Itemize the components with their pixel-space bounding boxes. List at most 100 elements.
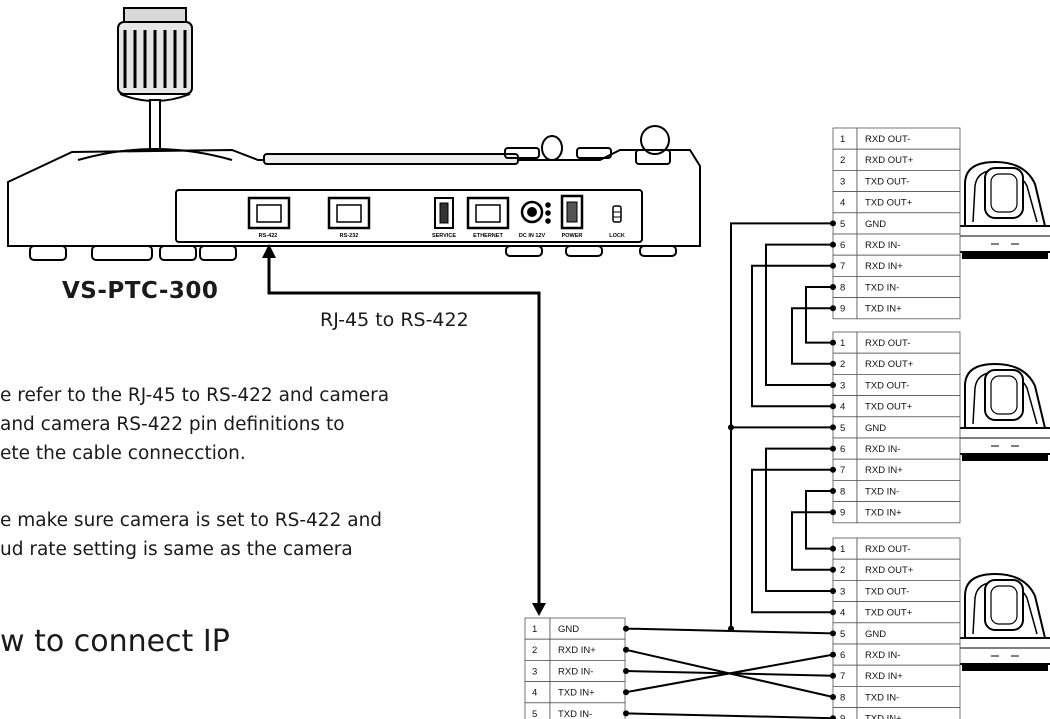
pin-signal: RXD IN+: [865, 261, 903, 272]
pin-signal: TXD IN+: [558, 688, 595, 699]
pin-signal: TXD OUT+: [865, 402, 913, 413]
pin-signal: TXD OUT-: [865, 586, 909, 597]
pin-signal: RXD IN+: [865, 465, 903, 476]
pin-signal: TXD IN+: [865, 714, 902, 719]
pin-dot: [830, 241, 836, 248]
pin-number: 9: [840, 508, 845, 519]
daisy-chain-wire: [791, 511, 833, 571]
pin-number: 1: [840, 134, 845, 145]
pin-number: 5: [532, 709, 537, 719]
pin-number: 2: [840, 155, 845, 166]
pin-signal-cell: [856, 707, 961, 719]
pin-number-cell: [524, 660, 551, 683]
rj45-to-rs422-cable: [262, 244, 546, 616]
pin-number: 7: [840, 465, 845, 476]
pin-number: 8: [840, 692, 845, 703]
pin-dot: [830, 588, 836, 594]
pin-signal: TXD IN-: [865, 692, 899, 703]
service-port: [434, 197, 454, 229]
pin-number: 9: [840, 714, 845, 719]
pin-dot: [830, 305, 836, 312]
pin-signal: RXD IN+: [865, 671, 903, 682]
pin-dot: [830, 403, 836, 410]
crossover-wire: [625, 653, 834, 694]
pin-signal: GND: [558, 624, 579, 635]
instruction-line: e make sure camera is set to RS-422 and: [0, 510, 383, 531]
pin-signal: GND: [865, 423, 886, 434]
pin-dot: [830, 382, 836, 388]
pin-signal: RXD IN-: [865, 650, 900, 661]
pin-signal: TXD IN+: [865, 508, 902, 519]
pin-signal: RXD IN-: [558, 666, 593, 677]
pin-dot: [830, 262, 836, 269]
port-label-lock: LOCK: [609, 233, 625, 239]
pin-dot: [830, 488, 836, 494]
gnd-main-wire: [625, 627, 834, 635]
pin-number: 3: [840, 586, 845, 597]
instruction-paragraph-2: e make sure camera is set to RS-422 and …: [0, 506, 520, 564]
instruction-line: ud rate setting is same as the camera: [0, 539, 353, 560]
pin-dot: [623, 646, 629, 653]
pin-dot: [830, 339, 836, 346]
pin-number-cell: [524, 681, 551, 704]
port-label-service: SERVICE: [432, 233, 456, 239]
pin-number: 1: [840, 338, 845, 349]
pin-number: 5: [840, 423, 845, 434]
port-label-dc-in: DC IN 12V: [519, 233, 546, 239]
pin-signal: TXD OUT+: [865, 198, 913, 209]
pin-dot: [830, 284, 836, 290]
daisy-chain-wire: [805, 286, 833, 344]
pin-number: 4: [840, 402, 845, 413]
pin-dot: [830, 360, 836, 367]
pin-signal-cell: [856, 501, 961, 524]
pin-signal: TXD IN-: [558, 709, 592, 719]
pin-dot: [830, 509, 836, 516]
pin-dot: [830, 672, 836, 679]
pin-dot: [623, 668, 629, 674]
rs422-port: [247, 196, 291, 230]
pin-number: 4: [840, 198, 845, 209]
port-label-ethernet: ETHERNET: [473, 233, 503, 239]
gnd-junction-dot: [728, 424, 734, 431]
camera-2: [956, 363, 1050, 461]
device-model-label: VS-PTC-300: [62, 278, 219, 304]
pin-number: 2: [840, 359, 845, 370]
camera-3: [956, 573, 1050, 671]
pin-number-cell: [524, 702, 551, 719]
pin-signal: TXD OUT+: [865, 608, 913, 619]
pin-number: 6: [840, 650, 845, 661]
pin-signal: RXD OUT-: [865, 134, 910, 145]
pin-signal: RXD IN+: [558, 645, 596, 656]
ethernet-port: [466, 196, 510, 230]
pin-signal: RXD OUT+: [865, 155, 914, 166]
camera-1: [956, 161, 1050, 259]
joystick-knob: [117, 7, 193, 153]
power-switch: [560, 194, 584, 230]
pin-dot: [830, 566, 836, 573]
pin-number: 8: [840, 282, 845, 293]
pin-dot: [830, 715, 836, 719]
pin-dot: [830, 466, 836, 473]
port-label-rs232: RS-232: [340, 233, 359, 239]
connection-label: RJ-45 to RS-422: [320, 309, 469, 331]
pin-number: 3: [840, 380, 845, 391]
pin-dot: [830, 445, 836, 452]
pin-number: 7: [840, 671, 845, 682]
pin-number: 7: [840, 261, 845, 272]
pin-number: 1: [840, 544, 845, 555]
pin-number: 5: [840, 219, 845, 230]
pin-dot: [830, 609, 836, 616]
lock-slot: [612, 205, 622, 223]
instruction-paragraph-1: e refer to the RJ-45 to RS-422 and camer…: [0, 381, 520, 468]
section-heading: w to connect IP: [0, 624, 230, 659]
pin-number: 1: [532, 624, 537, 635]
pin-signal: TXD OUT-: [865, 380, 909, 391]
pin-number: 8: [840, 486, 845, 497]
pin-signal-cell: [856, 297, 961, 320]
daisy-chain-wire: [805, 490, 833, 550]
instruction-line: ete the cable connecction.: [0, 443, 246, 464]
